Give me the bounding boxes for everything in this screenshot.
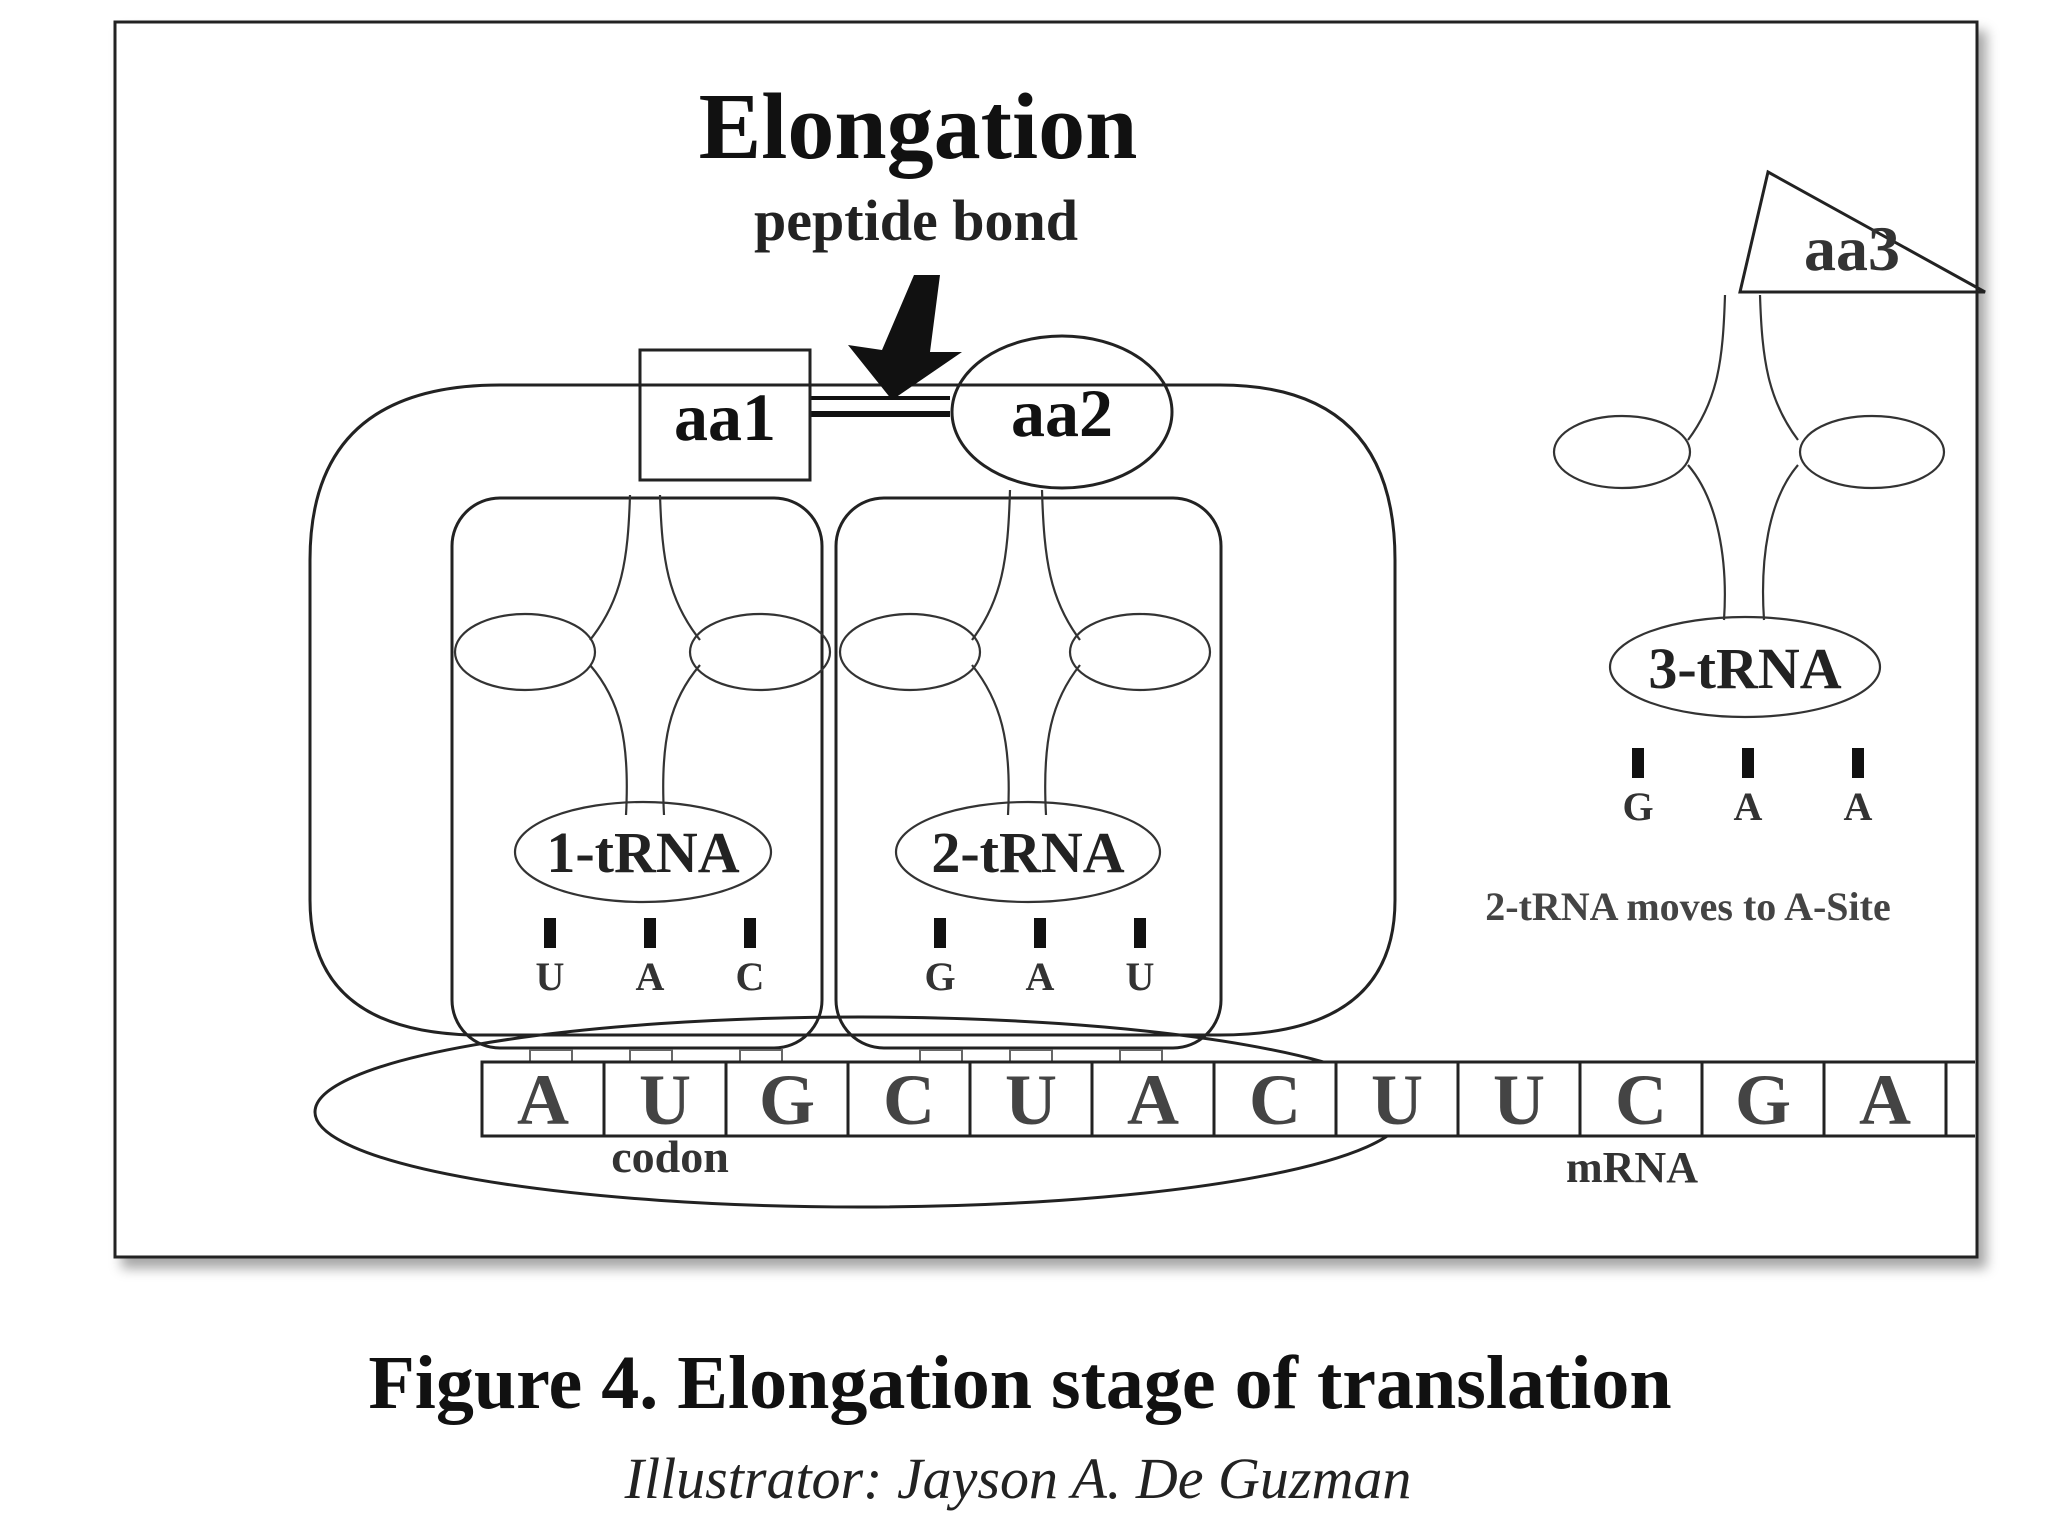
trna-3-label: 3-tRNA bbox=[1648, 636, 1841, 701]
trna-1-label: 1-tRNA bbox=[546, 820, 739, 885]
mrna-base: C bbox=[883, 1060, 935, 1140]
mrna-box bbox=[1578, 1060, 1704, 1138]
trna-1-anticodon-base: A bbox=[636, 954, 665, 999]
trna-2-anticodon-base: G bbox=[924, 954, 955, 999]
figure-caption: Figure 4. Elongation stage of translatio… bbox=[368, 1341, 1671, 1425]
mrna-label: mRNA bbox=[1566, 1143, 1698, 1192]
mrna-base: C bbox=[1615, 1060, 1667, 1140]
mrna-base: U bbox=[1371, 1060, 1423, 1140]
trna-1-anticodon-base: U bbox=[536, 954, 565, 999]
trna-3-anticodon-base: A bbox=[1734, 784, 1763, 829]
mrna-box bbox=[480, 1060, 606, 1138]
mrna-box bbox=[1822, 1060, 1948, 1138]
mrna-strand: A U G C U A C U U C G A bbox=[480, 1060, 1975, 1140]
mrna-base: A bbox=[1859, 1060, 1911, 1140]
trna-3-anticodon-base: A bbox=[1844, 784, 1873, 829]
trna-2-anticodon: G A U bbox=[924, 918, 1154, 999]
illustrator-credit: Illustrator: Jayson A. De Guzman bbox=[624, 1446, 1412, 1511]
mrna-base: U bbox=[1493, 1060, 1545, 1140]
trna-1-anticodon: U A C bbox=[536, 918, 765, 999]
mrna-box bbox=[602, 1060, 728, 1138]
trna-1-cloverleaf bbox=[453, 494, 832, 816]
mrna-base: A bbox=[517, 1060, 569, 1140]
mrna-base: A bbox=[1127, 1060, 1179, 1140]
trna-3-anticodon-base: G bbox=[1622, 784, 1653, 829]
aa1-label: aa1 bbox=[674, 379, 776, 455]
mrna-continuation bbox=[1946, 1060, 1975, 1138]
trna-1-label-oval bbox=[513, 800, 773, 904]
mrna-box bbox=[846, 1060, 972, 1138]
move-note: 2-tRNA moves to A-Site bbox=[1485, 884, 1891, 929]
mrna-box bbox=[1090, 1060, 1216, 1138]
trna-3-cloverleaf bbox=[1552, 294, 1946, 621]
a-site-box bbox=[834, 496, 1223, 1050]
aa3-triangle bbox=[1738, 169, 1986, 294]
trna-3-label-oval bbox=[1608, 615, 1882, 719]
aa1-square bbox=[638, 348, 812, 482]
trna-2-cloverleaf bbox=[838, 489, 1212, 816]
aa3-label: aa3 bbox=[1804, 213, 1900, 284]
mrna-box bbox=[1334, 1060, 1460, 1138]
ribosome-large-subunit bbox=[308, 383, 1397, 1037]
trna-2-anticodon-base: U bbox=[1126, 954, 1155, 999]
diagram-title: Elongation bbox=[699, 75, 1138, 179]
trna-3-anticodon: G A A bbox=[1622, 748, 1873, 829]
mrna-box bbox=[1212, 1060, 1338, 1138]
mrna-base: G bbox=[759, 1060, 815, 1140]
mrna-box bbox=[724, 1060, 850, 1138]
aa2-label: aa2 bbox=[1011, 375, 1113, 451]
trna-2-label: 2-tRNA bbox=[931, 820, 1124, 885]
mrna-base: U bbox=[639, 1060, 691, 1140]
peptide-bond-arrow bbox=[848, 275, 962, 400]
trna-2-label-oval bbox=[894, 800, 1162, 904]
trna-2-anticodon-base: A bbox=[1026, 954, 1055, 999]
codon-label: codon bbox=[611, 1131, 729, 1182]
mrna-base: G bbox=[1735, 1060, 1791, 1140]
aa2-ellipse bbox=[950, 334, 1174, 490]
mrna-base: U bbox=[1005, 1060, 1057, 1140]
p-site-box bbox=[450, 496, 824, 1050]
peptide-bond-label: peptide bond bbox=[754, 188, 1078, 253]
mrna-base: C bbox=[1249, 1060, 1301, 1140]
trna-1-anticodon-base: C bbox=[736, 954, 765, 999]
